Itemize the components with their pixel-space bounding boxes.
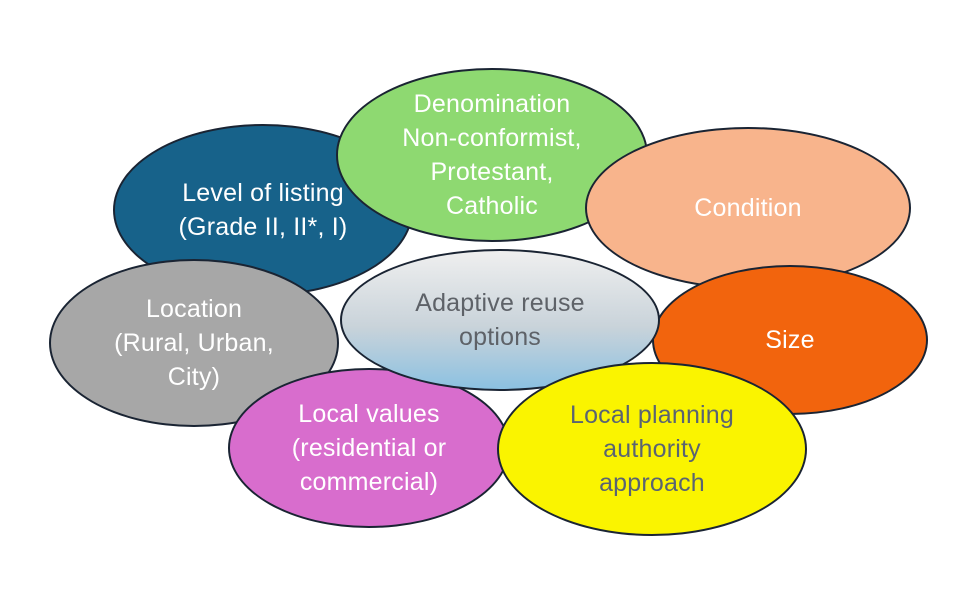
ellipse-label-line: Location [145, 295, 243, 323]
ellipse-label-line: Size [765, 326, 815, 354]
ellipse-label-line: Adaptive reuse [415, 289, 585, 317]
ellipse-label-line: (residential or [291, 434, 447, 462]
ellipse-label-line: City) [167, 363, 221, 391]
ellipse-label-line: (Grade II, II*, I) [178, 213, 348, 241]
ellipse-label-line: Local planning [569, 401, 735, 429]
ellipse-label-line: Level of listing [182, 179, 344, 207]
ellipse-label-line: Non-conformist, [402, 124, 582, 152]
ellipse-label-line: approach [599, 469, 705, 497]
ellipse-local-values: Local values (residential or commercial) [228, 368, 510, 528]
ellipse-label-line: authority [603, 435, 701, 463]
ellipse-label-line: Condition [694, 194, 802, 222]
ellipse-label-line: Denomination [413, 90, 571, 118]
ellipse-label-line: Catholic [446, 192, 538, 220]
ellipse-label-line: (Rural, Urban, [114, 329, 274, 357]
ellipse-label-line: Local values [298, 400, 440, 428]
ellipse-label-line: Protestant, [430, 158, 554, 186]
ellipse-label-line: commercial) [299, 468, 439, 496]
ellipse-condition: Condition [585, 127, 911, 289]
ellipse-local-planning-authority: Local planning authority approach [497, 362, 807, 536]
ellipse-label-line: options [458, 323, 541, 351]
